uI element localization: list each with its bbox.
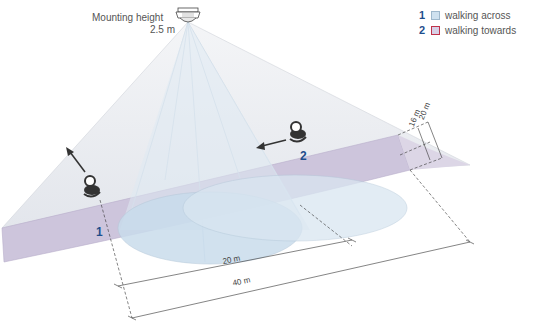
legend-number: 1 xyxy=(419,9,425,21)
callout-number: 2 xyxy=(300,150,307,163)
legend-number: 2 xyxy=(419,24,425,36)
legend-swatch xyxy=(431,26,440,35)
dimension-label: 40 m xyxy=(232,276,251,288)
person-icon xyxy=(66,147,100,197)
person-icon xyxy=(256,122,306,150)
far-zone-edge xyxy=(398,135,470,170)
walk-across-zone xyxy=(183,175,407,241)
dimension-label: 20 m xyxy=(418,101,433,121)
legend-text: walking towards xyxy=(445,25,516,36)
motion-sensor xyxy=(176,8,200,22)
legend-text: walking across xyxy=(445,10,511,21)
dimension-label: 20 m xyxy=(222,255,241,267)
callout-number: 1 xyxy=(96,226,103,239)
sensor-label: Mounting height xyxy=(92,12,163,23)
sensor-height: 2.5 m xyxy=(150,24,175,35)
legend-swatch xyxy=(431,11,440,20)
dimension-lines xyxy=(100,122,474,320)
